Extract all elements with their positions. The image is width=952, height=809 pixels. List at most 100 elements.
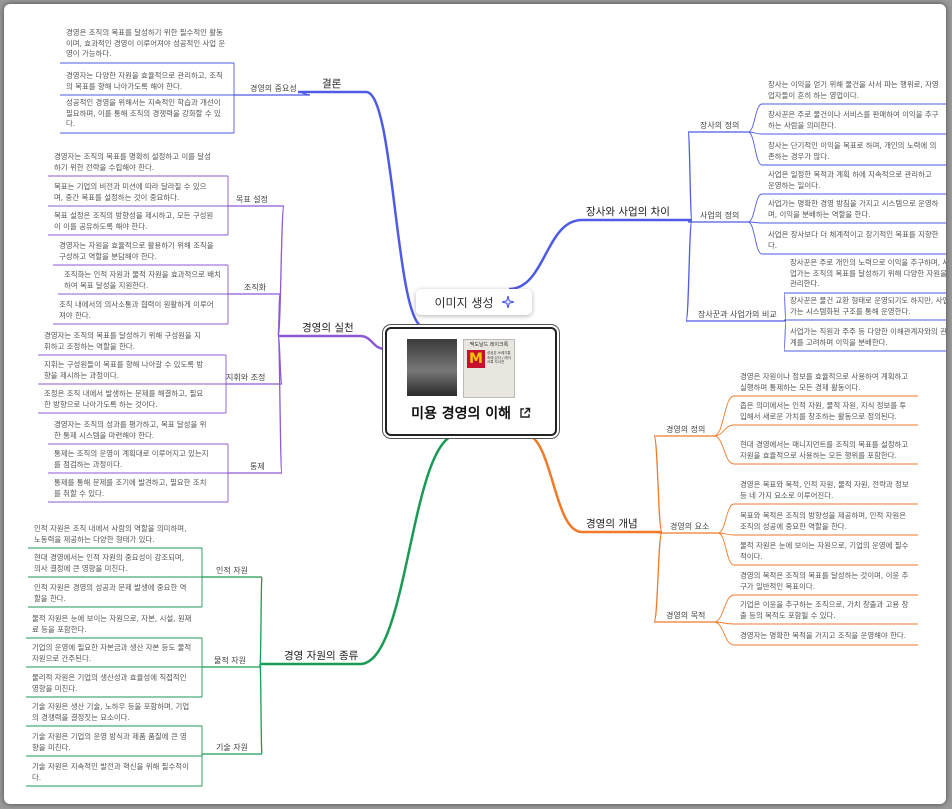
branch-connector-resources [359,432,460,666]
leaf-conclusion-0-2: 성공적인 경영을 위해서는 지속적인 학습과 개선이 필요하며, 이를 통해 조… [66,98,221,128]
mid-resources-0[interactable]: 인적 자원 [216,566,248,575]
branch-connector-business [508,218,583,291]
mid-connector-business-0 [687,131,693,221]
mid-practice-3[interactable]: 통제 [250,462,265,471]
leaf-concept-2-1: 기업은 이윤을 추구하는 조직으로, 가치 창출과 고용 창출 등의 목적도 포… [740,600,909,620]
branch-business[interactable]: 장사와 사업의 차이 [586,206,670,218]
mid-connector-concept-0 [653,435,663,533]
mid-concept-2[interactable]: 경영의 목적 [666,611,706,620]
leaf-conclusion-0-0: 경영은 조직의 목표를 달성하기 위한 필수적인 활동이며, 효과적인 경영이 … [66,28,226,58]
leaf-connector-business-0-0 [747,103,763,133]
mid-business-0[interactable]: 장사의 정의 [700,121,740,130]
leaf-resources-0-1: 현대 경영에서는 인적 자원의 중요성이 강조되며, 의사 결정에 큰 영향을 … [34,553,185,573]
leaf-conclusion-0-1: 경영자는 다양한 자원을 효율적으로 관리하고, 조직의 목표를 향해 나아가도… [66,71,223,91]
leaf-resources-0-2: 인적 자원은 경영의 성공과 문제 발생에 중요한 역할을 한다. [34,583,187,603]
leaf-business-2-1: 장사꾼은 물건 교환 형태로 운영되기도 하지만, 사업가는 시스템화된 구조를… [790,296,946,316]
leaf-practice-0-1: 목표는 기업의 비전과 미션에 따라 달라질 수 있으며, 중간 목표를 설정하… [54,182,207,202]
mid-business-1[interactable]: 사업의 정의 [700,211,740,220]
branch-concept[interactable]: 경영의 개념 [586,518,638,530]
mid-connector-practice-3 [277,335,283,474]
mid-connector-business-2 [685,219,693,322]
leaf-connector-business-1-2 [747,221,763,255]
leaf-connector-business-2-0 [783,292,787,322]
leaf-business-2-0: 장사꾼은 주로 개인의 노력으로 이익을 추구하며, 사업가는 조직의 목표를 … [790,258,946,288]
leaf-connector-concept-1-0 [717,503,735,534]
leaf-concept-1-0: 경영은 목표와 목적, 인적 자원, 물적 자원, 전략과 정보 등 네 가지 … [740,480,909,500]
book-cover-image: 맥도날드 레이크록 성공은 쓰레기통 속에 있다 / 레이 크록 자서전 [463,339,515,398]
sparkle-icon [501,296,514,308]
leaf-business-2-2: 사업가는 직원과 주주 등 다양한 이해관계자와의 관계를 고려하며 이익을 분… [790,327,946,347]
mid-resources-1[interactable]: 물적 자원 [214,656,246,665]
leaf-resources-2-2: 기술 자원은 지속적인 발전과 혁신을 위해 필수적이다. [32,762,189,782]
branch-practice[interactable]: 경영의 실천 [302,322,354,334]
leaf-concept-0-1: 좁은 의미에서는 인적 자원, 물적 자원, 지식 정보를 투입해서 새로운 가… [740,401,907,421]
leaf-practice-1-0: 경영자는 자원을 효율적으로 활용하기 위해 조직을 구성하고 역할을 분담해야… [59,241,214,261]
mid-conclusion-0[interactable]: 경영의 중요성 [250,84,297,93]
leaf-practice-0-2: 목표 설정은 조직의 방향성을 제시하고, 모든 구성원이 이를 공유하도록 해… [54,211,214,231]
mid-practice-0[interactable]: 목표 설정 [236,195,268,204]
leaf-connector-concept-0-0 [713,395,735,437]
mid-business-2[interactable]: 장사꾼과 사업가의 비교 [698,310,777,319]
leaf-business-1-0: 사업은 일정한 목적과 계획 하에 지속적으로 관리하고 운영하는 일이다. [768,170,932,190]
leaf-practice-1-2: 조직 내에서의 의사소통과 협력이 원활하게 이루어져야 한다. [59,300,214,320]
leaf-connector-concept-0-2 [713,435,735,465]
mid-connector-concept-2 [653,531,663,623]
leaf-concept-0-0: 경영은 자원이나 정보를 효율적으로 사용하여 계획하고 실행하며 통제하는 모… [740,372,909,392]
leaf-practice-3-0: 경영자는 조직의 성과를 평가하고, 목표 달성을 위한 통제 시스템을 마련해… [54,420,207,440]
leaf-connector-concept-1-2 [717,532,735,566]
leaf-connector-concept-1-1 [717,532,735,536]
leaf-business-1-2: 사업은 장사보다 더 체계적이고 장기적인 목표를 지향한다. [768,230,939,250]
leaf-resources-1-1: 기업의 운영에 필요한 자본금과 생산 자본 등도 물적 자원으로 간주된다. [32,643,192,663]
mid-connector-conclusion-0 [297,91,311,96]
leaf-connector-business-1-0 [747,193,763,223]
leaf-connector-business-2-2 [783,320,787,352]
mcdonalds-logo [467,350,485,368]
leaf-resources-1-0: 물적 자원은 눈에 보이는 자원으로, 자본, 시설, 원재료 등을 포함한다. [32,614,192,634]
leaf-resources-2-1: 기술 자원은 기업의 운영 방식과 제품 품질에 큰 영향을 미친다. [32,732,187,752]
leaf-concept-0-2: 현대 경영에서는 매니지먼트를 조직의 목표를 설정하고 자원을 효율적으로 사… [740,440,909,460]
branch-conclusion[interactable]: 결론 [322,78,342,90]
leaf-business-1-1: 사업가는 명확한 경영 방침을 가지고 시스템으로 운영하며, 이익을 분배하는… [768,199,939,219]
mindmap-canvas[interactable]: 이미지 생성 맥도날드 레이크록 성공은 쓰레기통 속에 있다 / 레이 크록 … [4,4,946,804]
mid-connector-resources-2 [259,663,263,755]
leaf-concept-2-2: 경영자는 명확한 목적을 가지고 조직을 운영해야 한다. [740,631,907,640]
leaf-practice-1-1: 조직화는 인적 자원과 물적 자원을 효과적으로 배치하여 목표 달성을 지원한… [64,270,221,290]
leaf-resources-1-2: 물리적 자원은 기업의 생산성과 효율성에 직접적인 영향을 미친다. [32,673,187,693]
leaf-connector-concept-2-0 [713,594,735,623]
leaf-practice-3-2: 통제를 통해 문제를 조기에 발견하고, 필요한 조치를 취할 수 있다. [54,478,207,498]
leaf-practice-0-0: 경영자는 조직의 목표를 명확히 설정하고 이를 달성하기 위한 전략을 수립해… [54,152,211,172]
central-title-text: 미용 경영의 이해 [411,406,512,422]
leaf-business-0-2: 장사는 단기적인 이익을 목표로 하며, 개인의 노력에 의존하는 경우가 많다… [768,141,937,161]
book-title: 맥도날드 레이크록 [469,342,509,348]
leaf-connector-concept-0-1 [713,424,735,437]
leaf-concept-2-0: 경영의 목적은 조직의 목표를 달성하는 것이며, 이윤 추구가 일반적인 목표… [740,571,909,591]
mid-practice-2[interactable]: 지휘와 조정 [226,373,266,382]
mid-practice-1[interactable]: 조직화 [244,283,267,292]
mindmap-edges [26,62,946,787]
portrait-image [407,339,457,396]
leaf-resources-2-0: 기술 자원은 생산 기술, 노하우 등을 포함하며, 기업의 경쟁력을 결정짓는… [32,702,190,722]
central-title: 미용 경영의 이해 [387,403,555,423]
mid-connector-practice-1 [277,293,281,337]
mid-concept-0[interactable]: 경영의 정의 [666,425,706,434]
generate-image-button[interactable]: 이미지 생성 [416,289,532,315]
mid-resources-2[interactable]: 기술 자원 [216,743,248,752]
branch-connector-conclusion [365,90,425,329]
external-link-icon[interactable] [519,407,531,419]
mid-concept-1[interactable]: 경영의 요소 [670,522,710,531]
leaf-practice-3-1: 통제는 조직의 운영이 계획대로 이루어지고 있는지를 점검하는 과정이다. [54,449,209,469]
leaf-practice-2-0: 경영자는 조직의 목표를 달성하기 위해 구성원을 지휘하고 조정하는 역할을 … [44,331,201,351]
leaf-connector-business-0-2 [747,131,763,166]
central-topic[interactable]: 맥도날드 레이크록 성공은 쓰레기통 속에 있다 / 레이 크록 자서전 미용 … [385,327,557,436]
generate-image-label: 이미지 생성 [434,295,494,310]
branch-connector-concept [523,432,583,534]
leaf-connector-business-0-1 [747,131,763,135]
leaf-concept-1-2: 물적 자원은 눈에 보이는 자원으로, 기업의 운영에 필수적이다. [740,541,909,561]
branch-connector-practice [359,334,386,351]
leaf-business-0-0: 장사는 이익을 얻기 위해 물건을 사서 파는 행위로, 자영업자들이 흔히 하… [768,80,939,100]
branch-resources[interactable]: 경영 자원의 종류 [284,650,359,662]
leaf-connector-business-1-1 [747,221,763,224]
mid-connector-resources-0 [259,576,263,665]
leaf-practice-2-1: 지휘는 구성원들이 목표를 향해 나아갈 수 있도록 방향을 제시하는 과정이다… [44,360,204,380]
leaf-connector-concept-2-2 [713,621,735,646]
